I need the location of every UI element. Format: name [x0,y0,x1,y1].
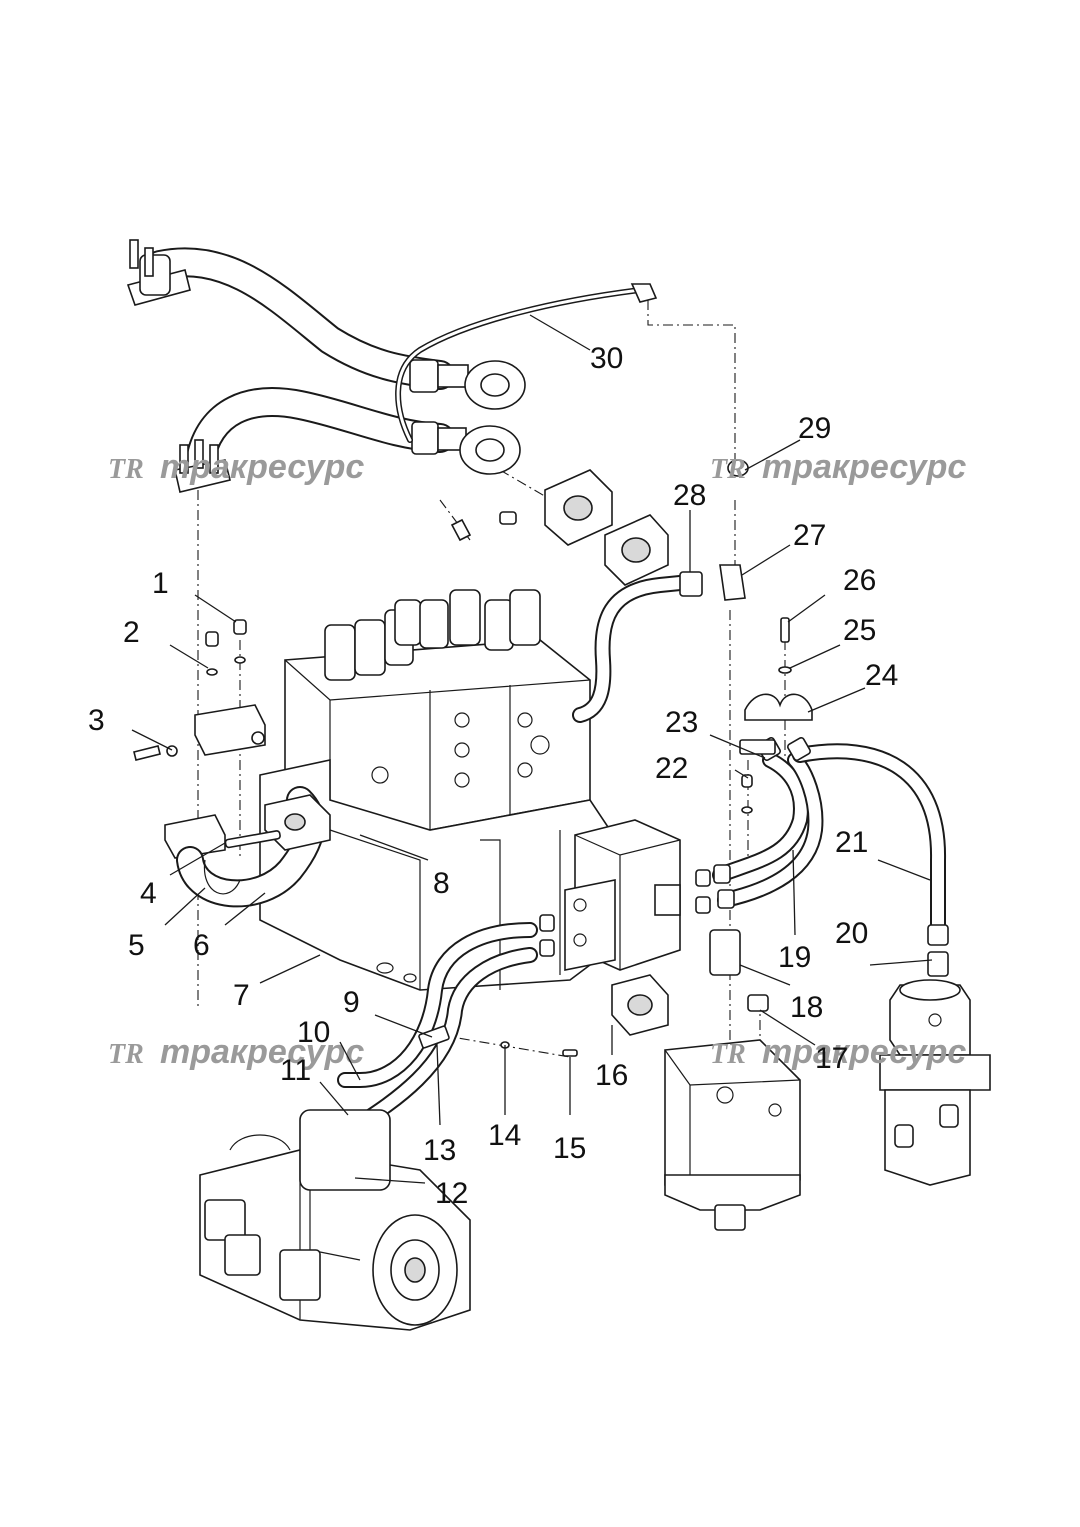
callout-20: 20 [835,917,868,950]
hoses-19-21 [712,737,949,977]
control-valve [284,589,591,831]
watermark-logo: TR [710,1039,746,1070]
callouts: 1 2 3 4 5 6 7 8 9 10 11 12 13 14 15 16 1… [88,342,898,1210]
watermark-logo: TR [108,1039,144,1070]
callout-1: 1 [152,567,169,600]
left-fittings [133,619,331,908]
callout-22: 22 [655,752,688,785]
callout-5: 5 [128,929,145,962]
callout-26: 26 [843,564,876,597]
leader-lines [131,314,933,1184]
callout-15: 15 [553,1132,586,1165]
watermark-2: TR тракресурс [710,448,966,486]
clamp-parts [709,617,813,1012]
callout-3: 3 [88,704,105,737]
hose-28 [572,459,749,723]
hose-assembly-30 [126,239,669,586]
callout-10: 10 [297,1016,330,1049]
watermark-4: TR тракресурс [710,1033,966,1071]
callout-17: 17 [815,1042,848,1075]
callout-23: 23 [665,706,698,739]
callout-14: 14 [488,1119,521,1152]
watermark-text: тракресурс [762,448,966,486]
callout-2: 2 [123,616,140,649]
swing-motor [664,1039,801,1231]
callout-7: 7 [233,979,250,1012]
filter-16 [539,819,711,1036]
watermark-text: тракресурс [762,1033,966,1071]
callout-24: 24 [865,659,898,692]
callout-4: 4 [140,877,157,910]
callout-6: 6 [193,929,210,962]
callout-16: 16 [595,1059,628,1092]
callout-11: 11 [280,1054,311,1087]
callout-18: 18 [790,991,823,1024]
watermark-1: TR тракресурс [108,448,364,486]
callout-29: 29 [798,412,831,445]
watermark-text: тракресурс [160,1033,364,1071]
main-pump [199,1109,471,1331]
callout-27: 27 [793,519,826,552]
callout-25: 25 [843,614,876,647]
watermark-3: TR тракресурс [108,1033,364,1071]
callout-28: 28 [673,479,706,512]
callout-9: 9 [343,986,360,1019]
callout-8: 8 [433,867,450,900]
callout-19: 19 [778,941,811,974]
watermark-logo: TR [710,454,746,485]
callout-13: 13 [423,1134,456,1167]
callout-21: 21 [835,826,868,859]
watermark-text: тракресурс [160,448,364,486]
swivel-joint [879,979,991,1186]
callout-30: 30 [590,342,623,375]
callout-12: 12 [435,1177,468,1210]
watermark-logo: TR [108,454,144,485]
